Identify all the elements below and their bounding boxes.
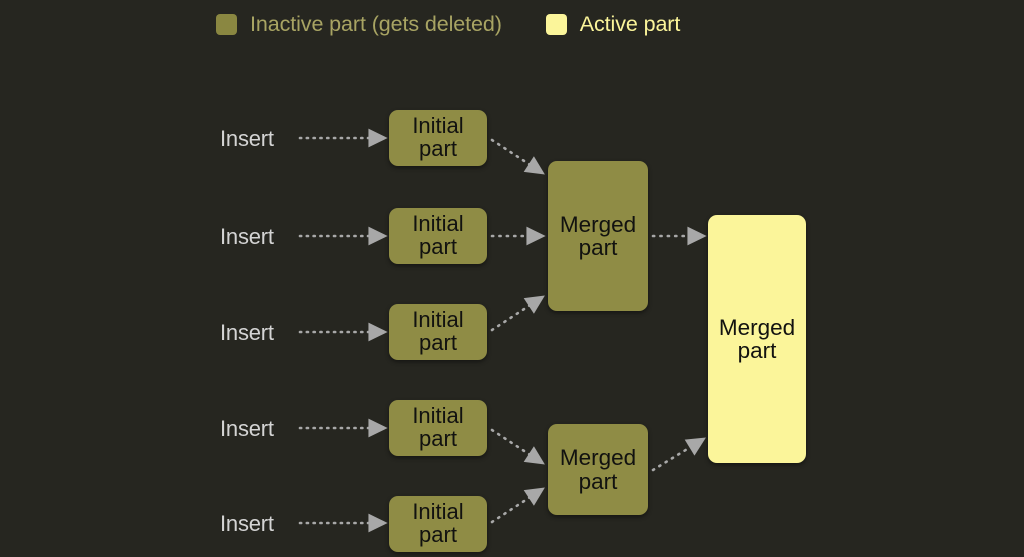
initial-part-line2: part — [419, 136, 457, 161]
edge-merged-2-to-final — [651, 437, 706, 472]
initial-part-line1: Initial — [412, 113, 464, 139]
edge-initial-5-to-merged-2 — [490, 487, 545, 524]
initial-part-line1: Initial — [412, 211, 464, 237]
final-part-line1: Merged — [718, 314, 796, 340]
edge-initial-3-to-merged-1 — [490, 295, 545, 332]
edge-initial-4-to-merged-2 — [490, 428, 545, 465]
insert-label-2: Insert — [220, 224, 274, 249]
initial-part-line2: part — [419, 522, 457, 547]
legend-label-active: Active part — [579, 11, 681, 36]
final-part-line2: part — [737, 338, 777, 363]
initial-part-line1: Initial — [412, 403, 464, 429]
initial-part-line1: Initial — [412, 307, 464, 333]
legend-swatch-inactive-icon — [216, 13, 237, 35]
insert-label-5: Insert — [220, 511, 274, 536]
legend: Inactive part (gets deleted) Active part — [216, 9, 680, 39]
initial-part-line2: part — [419, 234, 457, 259]
insert-label-1: Insert — [220, 126, 274, 151]
edge-initial-1-to-merged-1 — [490, 138, 545, 175]
initial-part-line2: part — [419, 426, 457, 451]
merged-part-line2: part — [578, 235, 618, 260]
legend-item-active: Active part — [545, 11, 681, 37]
insert-label-4: Insert — [220, 416, 274, 441]
insert-label-3: Insert — [220, 320, 274, 345]
merged-part-line1: Merged — [559, 211, 637, 237]
initial-part-line2: part — [419, 330, 457, 355]
legend-label-inactive: Inactive part (gets deleted) — [250, 11, 502, 36]
initial-part-line1: Initial — [412, 499, 464, 525]
merged-part-line1: Merged — [559, 445, 637, 471]
merged-part-line2: part — [578, 468, 618, 494]
legend-item-inactive: Inactive part (gets deleted) — [216, 12, 502, 37]
legend-swatch-active-icon — [545, 13, 567, 35]
